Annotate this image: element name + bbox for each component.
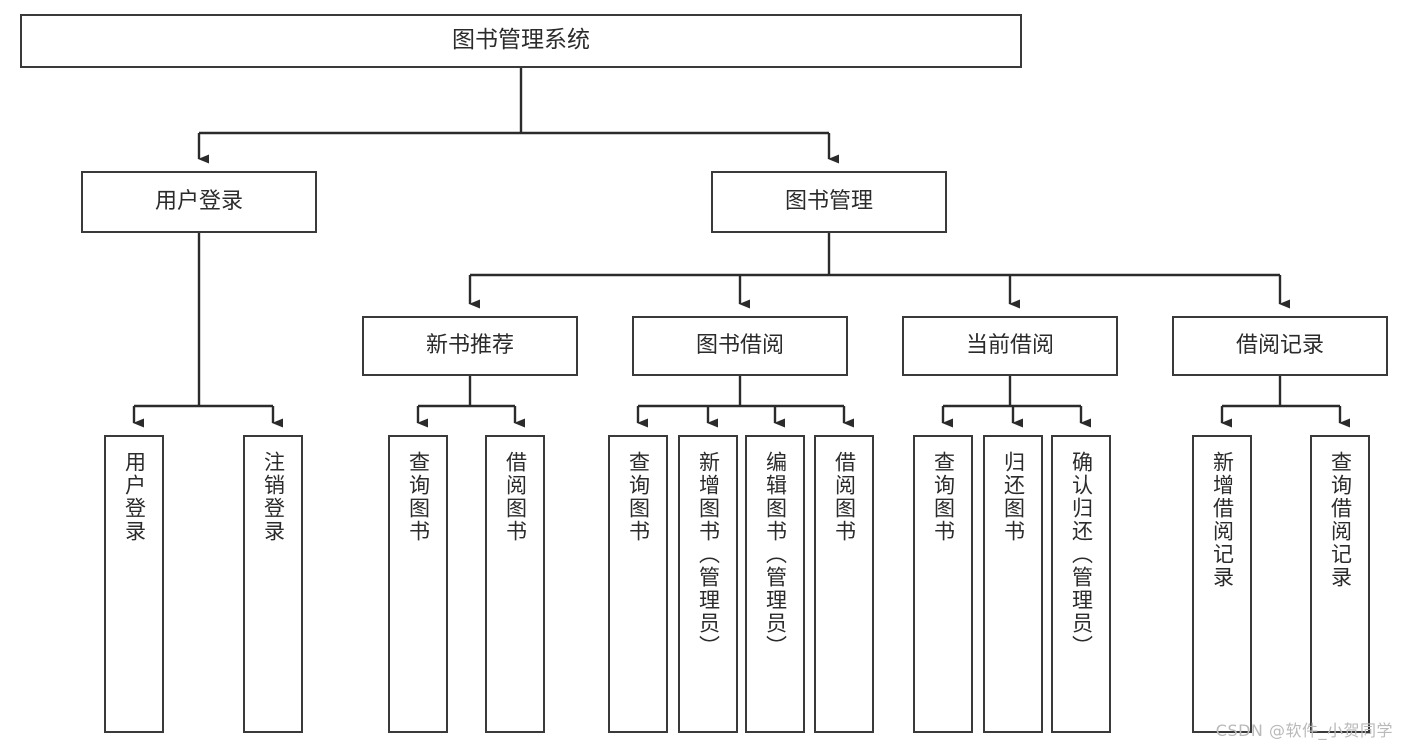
node-label-leaf-rec-query: 查询借阅记录 xyxy=(1328,451,1353,589)
node-book-manage[interactable]: 图书管理 xyxy=(711,171,947,233)
node-new-book-rec[interactable]: 新书推荐 xyxy=(362,316,578,376)
node-label-user-login: 用户登录 xyxy=(154,189,243,215)
node-label-new-book-rec: 新书推荐 xyxy=(425,333,514,359)
node-leaf-cur-query-book[interactable]: 查询图书 xyxy=(913,435,973,733)
node-leaf-user-logout[interactable]: 注销登录 xyxy=(243,435,303,733)
node-label-current-borrow: 当前借阅 xyxy=(965,333,1054,359)
node-leaf-cur-return-book[interactable]: 归还图书 xyxy=(983,435,1043,733)
node-leaf-rec-borrow-book[interactable]: 借阅图书 xyxy=(485,435,545,733)
node-label-root: 图书管理系统 xyxy=(452,27,590,54)
node-leaf-user-login[interactable]: 用户登录 xyxy=(104,435,164,733)
node-leaf-borrow-edit-book[interactable]: 编辑图书（管理员） xyxy=(745,435,805,733)
node-label-leaf-rec-borrow-book: 借阅图书 xyxy=(503,451,528,543)
node-label-leaf-cur-return-book: 归还图书 xyxy=(1001,451,1026,543)
node-label-leaf-rec-add: 新增借阅记录 xyxy=(1210,451,1235,589)
node-user-login[interactable]: 用户登录 xyxy=(81,171,317,233)
node-label-book-borrow: 图书借阅 xyxy=(695,333,784,359)
node-label-leaf-user-login: 用户登录 xyxy=(122,451,147,543)
node-label-leaf-borrow-add-book: 新增图书（管理员） xyxy=(696,451,721,658)
watermark-label: CSDN @软件_小贺同学 xyxy=(1215,721,1393,740)
node-label-book-manage: 图书管理 xyxy=(784,189,873,215)
node-borrow-record[interactable]: 借阅记录 xyxy=(1172,316,1388,376)
node-root[interactable]: 图书管理系统 xyxy=(20,14,1022,68)
node-label-leaf-borrow-lend-book: 借阅图书 xyxy=(832,451,857,543)
node-label-leaf-rec-query-book: 查询图书 xyxy=(406,451,431,543)
node-label-leaf-cur-query-book: 查询图书 xyxy=(931,451,956,543)
node-label-leaf-cur-confirm-return: 确认归还（管理员） xyxy=(1069,451,1094,658)
node-book-borrow[interactable]: 图书借阅 xyxy=(632,316,848,376)
node-leaf-borrow-lend-book[interactable]: 借阅图书 xyxy=(814,435,874,733)
node-leaf-rec-add[interactable]: 新增借阅记录 xyxy=(1192,435,1252,733)
node-current-borrow[interactable]: 当前借阅 xyxy=(902,316,1118,376)
node-label-leaf-user-logout: 注销登录 xyxy=(261,451,286,543)
node-leaf-cur-confirm-return[interactable]: 确认归还（管理员） xyxy=(1051,435,1111,733)
node-label-leaf-borrow-query-book: 查询图书 xyxy=(626,451,651,543)
node-label-leaf-borrow-edit-book: 编辑图书（管理员） xyxy=(763,451,788,658)
node-label-borrow-record: 借阅记录 xyxy=(1235,333,1324,359)
node-leaf-borrow-query-book[interactable]: 查询图书 xyxy=(608,435,668,733)
node-leaf-rec-query[interactable]: 查询借阅记录 xyxy=(1310,435,1370,733)
node-leaf-borrow-add-book[interactable]: 新增图书（管理员） xyxy=(678,435,738,733)
node-leaf-rec-query-book[interactable]: 查询图书 xyxy=(388,435,448,733)
